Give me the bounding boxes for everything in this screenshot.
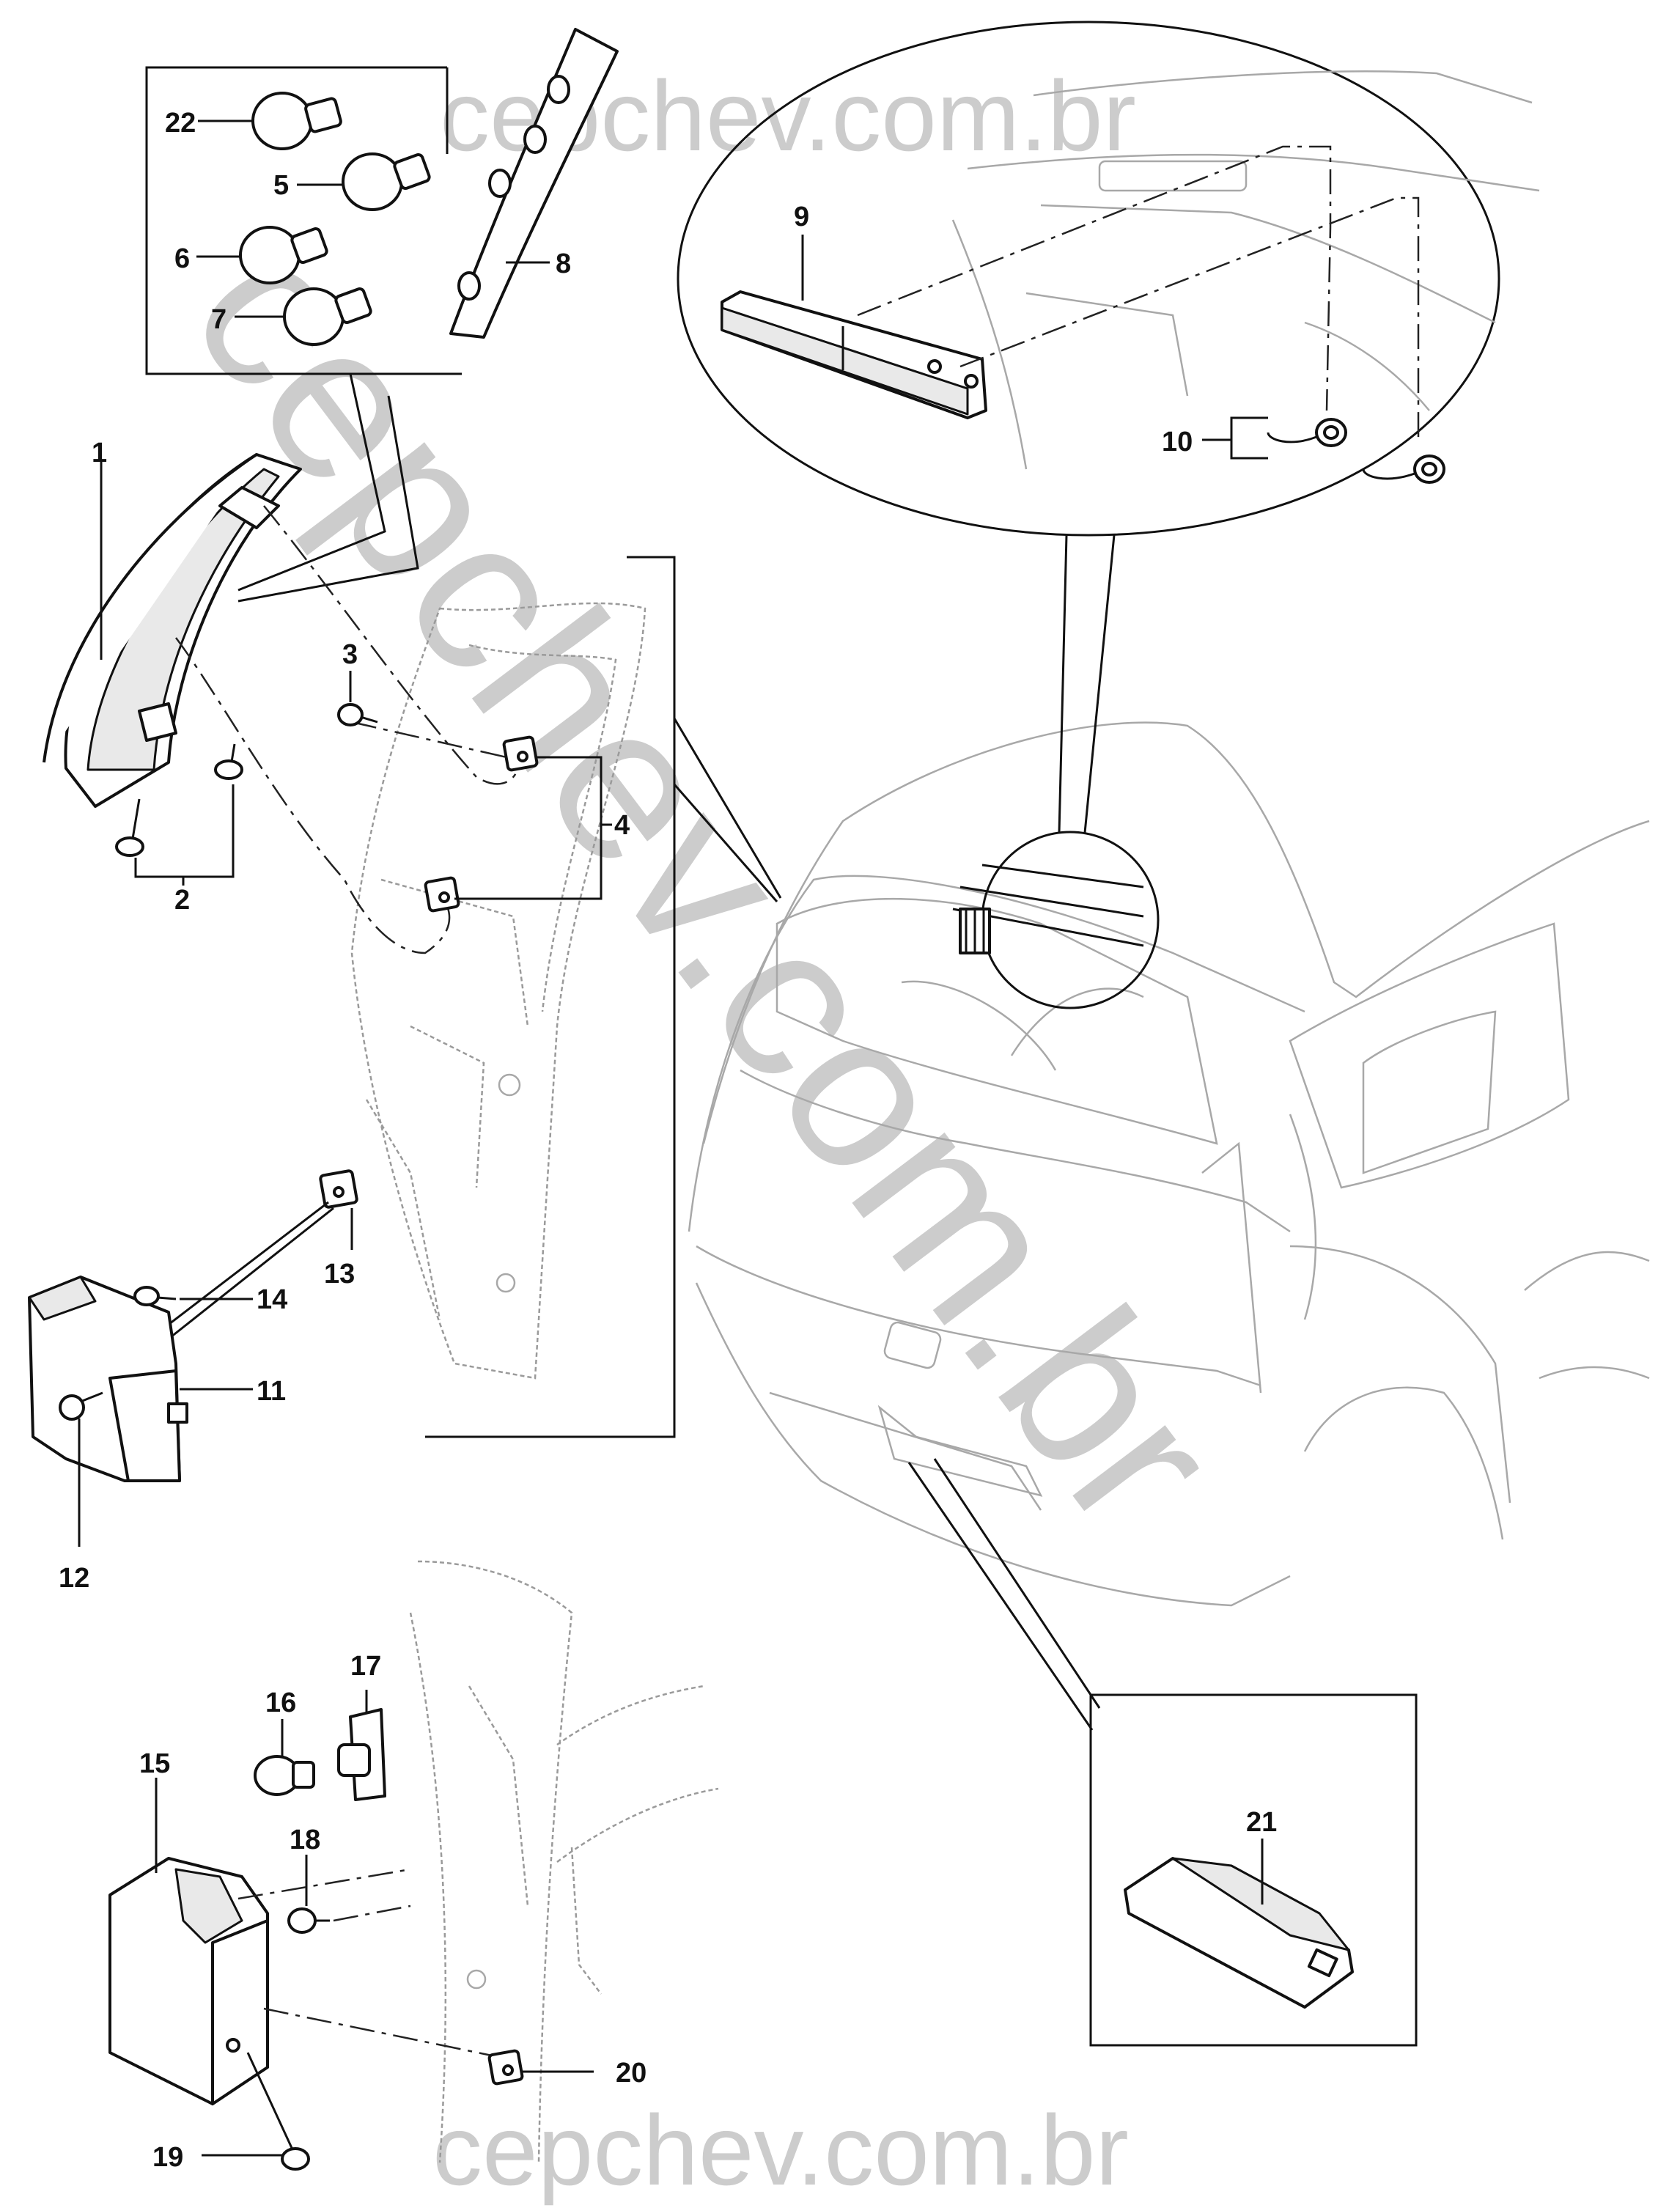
reverse-lamp-part (108, 1857, 269, 2105)
callout-6: 6 (174, 243, 190, 274)
clip-nut-icon (502, 735, 539, 772)
clip-nut-icon (424, 876, 460, 913)
callout-15: 15 (139, 1748, 170, 1779)
clip-nut-icon (319, 1169, 358, 1209)
screw-icon (246, 2052, 310, 2171)
bulb-icon (254, 1755, 315, 1796)
callout-14: 14 (257, 1284, 287, 1315)
callout-20: 20 (616, 2058, 646, 2089)
bulb-icon (239, 226, 328, 284)
screw-icon (59, 1391, 103, 1421)
third-brake-light-part (721, 290, 987, 419)
screw-icon (115, 798, 144, 857)
reflector-housing-part (28, 1276, 188, 1482)
bulb-kit-box (145, 66, 462, 375)
callout-12: 12 (59, 1563, 89, 1594)
screw-icon (214, 743, 243, 780)
callout-13: 13 (324, 1259, 355, 1289)
bulb-icon (342, 152, 431, 211)
rear-lamp-part (43, 453, 302, 808)
body-pillar-ghost (350, 602, 646, 1380)
callout-3: 3 (342, 639, 358, 670)
watermark-diagonal: cepchev.com.br (145, 195, 1267, 1571)
detail-zoom-circle (952, 831, 1160, 1009)
callout-18: 18 (290, 1825, 320, 1855)
callout-17: 17 (350, 1651, 381, 1682)
screw-icon (287, 1907, 330, 1934)
grommet-icon (1413, 455, 1445, 484)
license-lamp-box (1089, 1693, 1418, 2047)
callout-9: 9 (794, 202, 809, 232)
bulb-icon (251, 92, 342, 150)
callout-2: 2 (174, 885, 190, 916)
callout-5: 5 (273, 170, 289, 201)
callout-21: 21 (1246, 1807, 1277, 1838)
screw-icon (133, 1286, 177, 1306)
screw-icon (337, 703, 378, 726)
callout-19: 19 (152, 2142, 183, 2173)
callout-22: 22 (165, 108, 196, 139)
detail-ellipse-third-brakelight (677, 21, 1540, 537)
lower-pillar-ghost (409, 1560, 719, 2163)
callout-11: 11 (257, 1376, 286, 1407)
clip-nut-icon (487, 2049, 524, 2086)
callout-8: 8 (556, 249, 571, 279)
trim-strip-part (449, 28, 619, 339)
bulb-socket-icon (337, 1708, 386, 1801)
callout-7: 7 (211, 304, 226, 335)
callout-16: 16 (265, 1688, 296, 1718)
car-rear-view (688, 721, 1650, 1607)
callout-4: 4 (614, 810, 630, 841)
grommet-icon (1315, 418, 1347, 447)
watermark-bottom: cepchev.com.br (432, 2094, 1129, 2206)
callout-1: 1 (92, 438, 107, 468)
bulb-icon (283, 287, 372, 346)
callout-10: 10 (1162, 427, 1193, 457)
